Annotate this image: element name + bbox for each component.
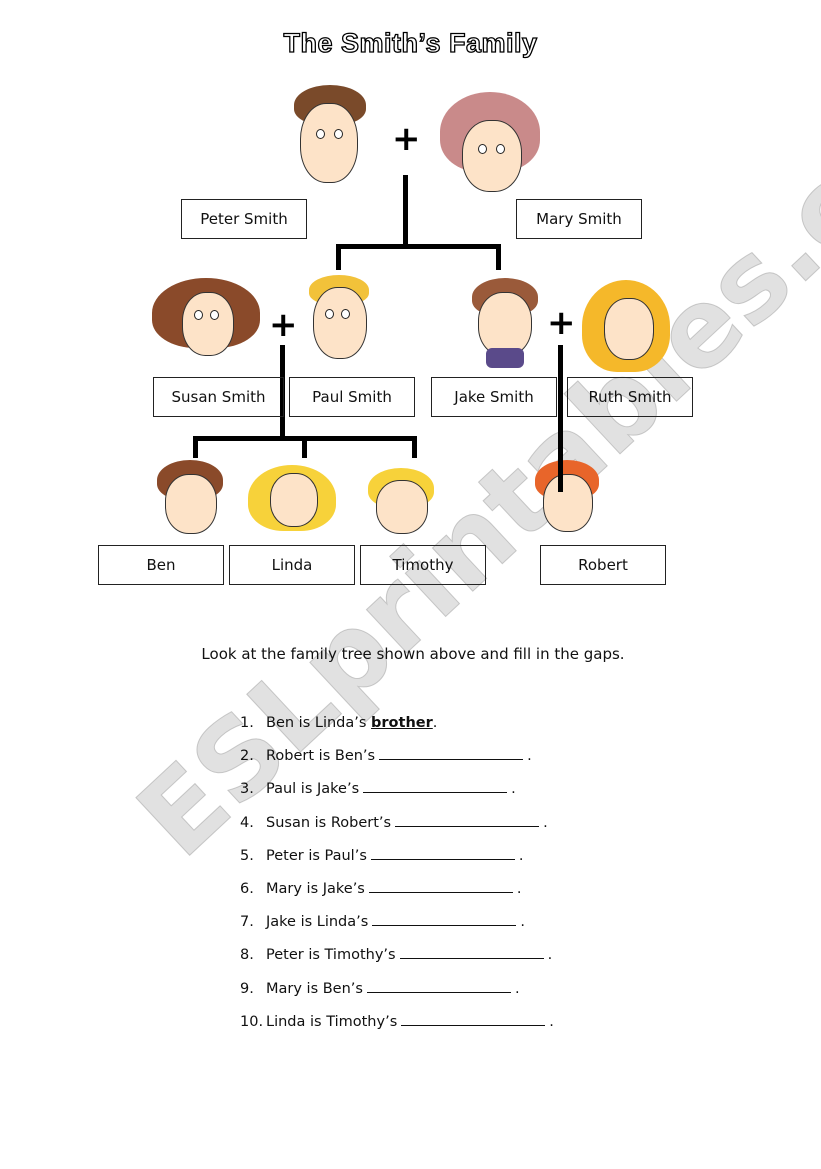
item-end: . (514, 980, 520, 997)
instructions: Look at the family tree shown above and … (201, 645, 625, 663)
name-box-robert: Robert (540, 545, 666, 585)
tree-line (403, 175, 408, 247)
item-text: Peter is Paul’s (266, 847, 367, 864)
answer-blank[interactable] (368, 891, 513, 893)
name-box-ben: Ben (98, 545, 224, 585)
name-box-timothy: Timothy (360, 545, 486, 585)
tree-line (336, 244, 341, 270)
tree-line (558, 345, 563, 492)
item-text: Mary is Ben’s (266, 980, 363, 997)
item-number: 10. (240, 1013, 264, 1030)
exercise-item: 5. Peter is Paul’s. (240, 848, 524, 864)
item-text: Linda is Timothy’s (266, 1013, 398, 1030)
item-number: 5. (240, 847, 254, 864)
plus-sign-susan-paul: + (269, 305, 298, 345)
portrait-linda (248, 465, 338, 533)
name-box-linda: Linda (229, 545, 355, 585)
item-end: . (432, 715, 438, 731)
item-end: . (527, 748, 532, 765)
name-box-mary: Mary Smith (516, 199, 642, 239)
item-number: 6. (240, 881, 254, 897)
answer-blank[interactable] (372, 924, 517, 927)
item-text: Ben is Linda’s (266, 715, 372, 731)
name-box-jake: Jake Smith (431, 377, 557, 417)
plus-sign-jake-ruth: + (547, 303, 576, 343)
item-end: . (547, 947, 553, 964)
portrait-ruth (582, 280, 672, 376)
item-text: Susan is Robert’s (266, 814, 392, 831)
exercise-item: 4. Susan is Robert’s. (240, 815, 548, 831)
item-end: . (518, 847, 524, 864)
exercise-item: 8. Peter is Timothy’s. (240, 947, 552, 963)
answer-blank[interactable] (395, 825, 540, 827)
item-number: 7. (240, 914, 254, 931)
page-title: The Smith’s Family (283, 27, 538, 58)
portrait-mary (440, 92, 545, 197)
exercise-item: 1. Ben is Linda’s brother. (240, 715, 437, 731)
item-number: 9. (240, 980, 254, 997)
name-box-ruth: Ruth Smith (567, 377, 693, 417)
item-end: . (543, 814, 548, 831)
portrait-susan (152, 278, 262, 368)
exercise-item: 9. Mary is Ben’s. (240, 981, 520, 997)
item-number: 8. (240, 947, 254, 964)
item-text: Robert is Ben’s (266, 748, 376, 765)
name-box-susan: Susan Smith (153, 377, 284, 417)
portrait-peter (282, 85, 372, 205)
answer-blank[interactable] (363, 791, 508, 794)
item-number: 3. (240, 781, 254, 798)
item-text: Jake is Linda’s (266, 914, 369, 931)
name-box-paul: Paul Smith (289, 377, 415, 417)
answer-blank[interactable] (399, 957, 544, 960)
exercise-item: 2. Robert is Ben’s. (240, 748, 532, 764)
portrait-paul (305, 275, 373, 373)
tree-line (280, 345, 285, 440)
exercise-item: 3. Paul is Jake’s. (240, 781, 516, 797)
item-end: . (520, 914, 525, 931)
portrait-timothy (368, 468, 436, 536)
item-number: 1. (240, 715, 254, 731)
example-answer: brother (371, 715, 433, 731)
tree-line (412, 436, 417, 458)
answer-blank[interactable] (366, 991, 511, 993)
name-box-peter: Peter Smith (181, 199, 307, 239)
tree-line (302, 436, 307, 458)
answer-blank[interactable] (370, 858, 515, 860)
item-number: 4. (240, 814, 254, 831)
tree-line (496, 244, 501, 270)
exercise-item: 10.Linda is Timothy’s. (240, 1014, 554, 1030)
answer-blank[interactable] (379, 758, 524, 761)
plus-sign-grandparents: + (392, 119, 421, 159)
item-text: Mary is Jake’s (266, 881, 365, 897)
tree-line (193, 436, 198, 458)
exercise-item: 6. Mary is Jake’s. (240, 881, 521, 897)
item-number: 2. (240, 748, 254, 765)
portrait-ben (157, 460, 223, 538)
tree-line (336, 244, 501, 249)
portrait-jake (470, 278, 540, 370)
item-text: Paul is Jake’s (266, 781, 360, 798)
exercise-item: 7. Jake is Linda’s. (240, 914, 525, 930)
item-end: . (511, 781, 516, 798)
item-end: . (549, 1013, 554, 1030)
item-text: Peter is Timothy’s (266, 947, 396, 964)
item-end: . (516, 881, 522, 897)
answer-blank[interactable] (401, 1024, 546, 1026)
portrait-robert (535, 460, 599, 540)
